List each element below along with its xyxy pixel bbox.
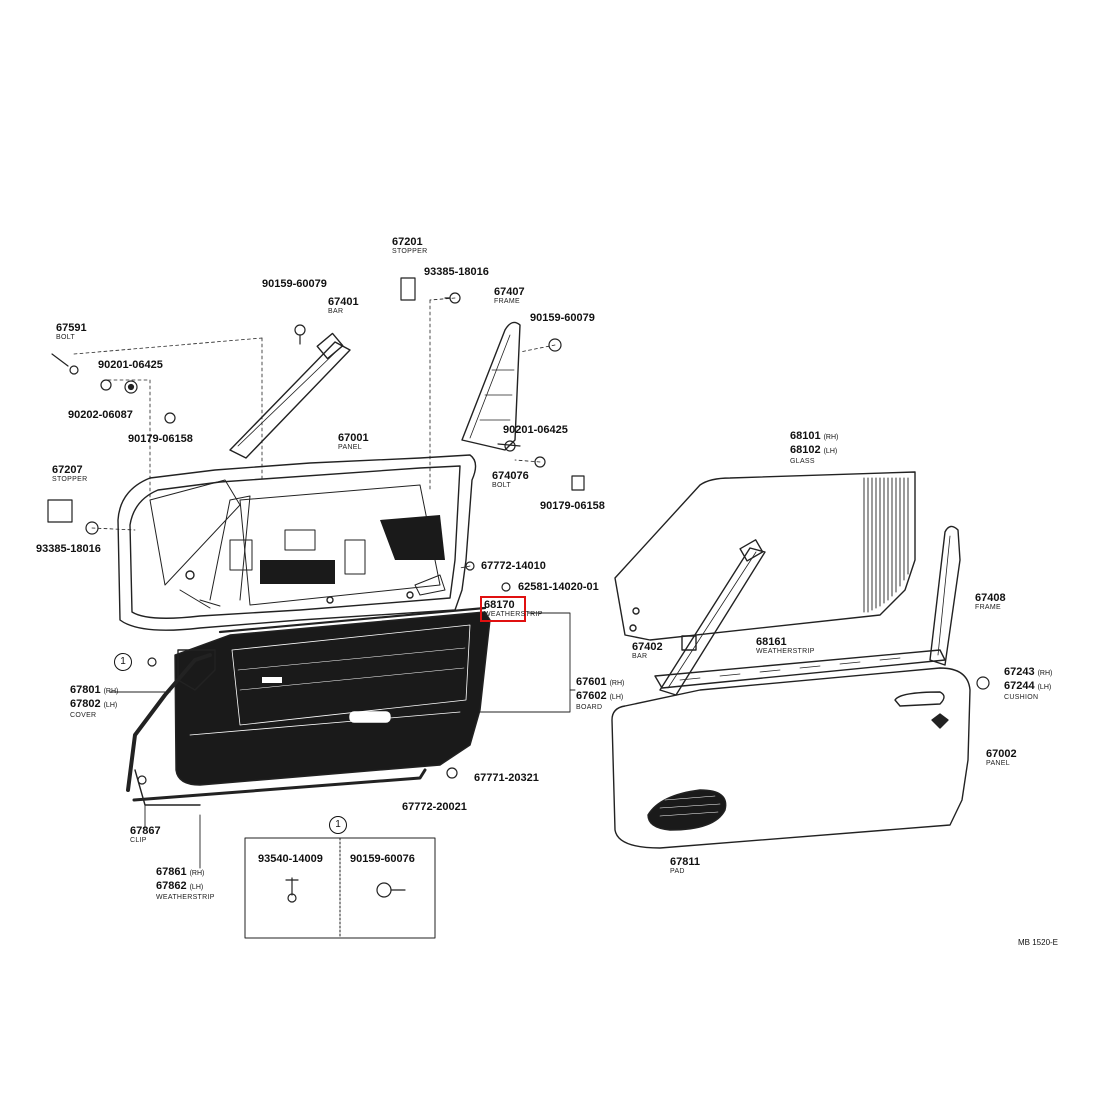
label-67771-20321: 67771-20321 (474, 772, 539, 784)
label-67861-67862: 67861(RH) 67862(LH) WEATHERSTRIP (156, 866, 215, 901)
door-trim-board (174, 606, 491, 786)
callout-1-box: 1 (329, 816, 347, 834)
label-90179-06158-left: 90179-06158 (128, 433, 193, 445)
diagram-code: MB 1520-E (1018, 938, 1059, 947)
window-bar-67401 (229, 332, 351, 459)
label-93385-18016-left: 93385-18016 (36, 543, 101, 555)
weatherstrip-68161 (654, 649, 946, 689)
door-glass (614, 471, 916, 641)
label-67772-14010: 67772-14010 (481, 560, 546, 572)
fasteners (47, 277, 990, 903)
label-90201-06425-right: 90201-06425 (503, 424, 568, 436)
label-90159-60079-left: 90159-60079 (262, 278, 327, 290)
window-frame-67407 (461, 321, 521, 451)
label-62581-14020-01: 62581-14020-01 (518, 581, 599, 593)
label-67601-67602: 67601(RH) 67602(LH) BOARD (576, 676, 625, 711)
label-90159-60079-right: 90159-60079 (530, 312, 595, 324)
label-90179-06158-right: 90179-06158 (540, 500, 605, 512)
label-67772-20021: 67772-20021 (402, 801, 467, 813)
label-93540-14009: 93540-14009 (258, 853, 323, 865)
bracket-lines (109, 612, 576, 869)
window-bar-67402 (659, 539, 766, 696)
label-68101-68102: 68101(RH) 68102(LH) GLASS (790, 430, 839, 465)
label-90202-06087: 90202-06087 (68, 409, 133, 421)
label-90201-06425-left: 90201-06425 (98, 359, 163, 371)
outer-door-panel (611, 667, 971, 849)
callout-1-left: 1 (114, 653, 132, 671)
label-93385-18016-top: 93385-18016 (424, 266, 489, 278)
label-67801-67802: 67801(RH) 67802(LH) COVER (70, 684, 119, 719)
label-90159-60076: 90159-60076 (350, 853, 415, 865)
leader-lines (73, 297, 556, 569)
window-frame-67408 (929, 525, 961, 666)
label-67243-67244: 67243(RH) 67244(LH) CUSHION (1004, 666, 1053, 701)
highlight-box-68170 (480, 596, 526, 622)
inner-door-panel (117, 454, 477, 631)
